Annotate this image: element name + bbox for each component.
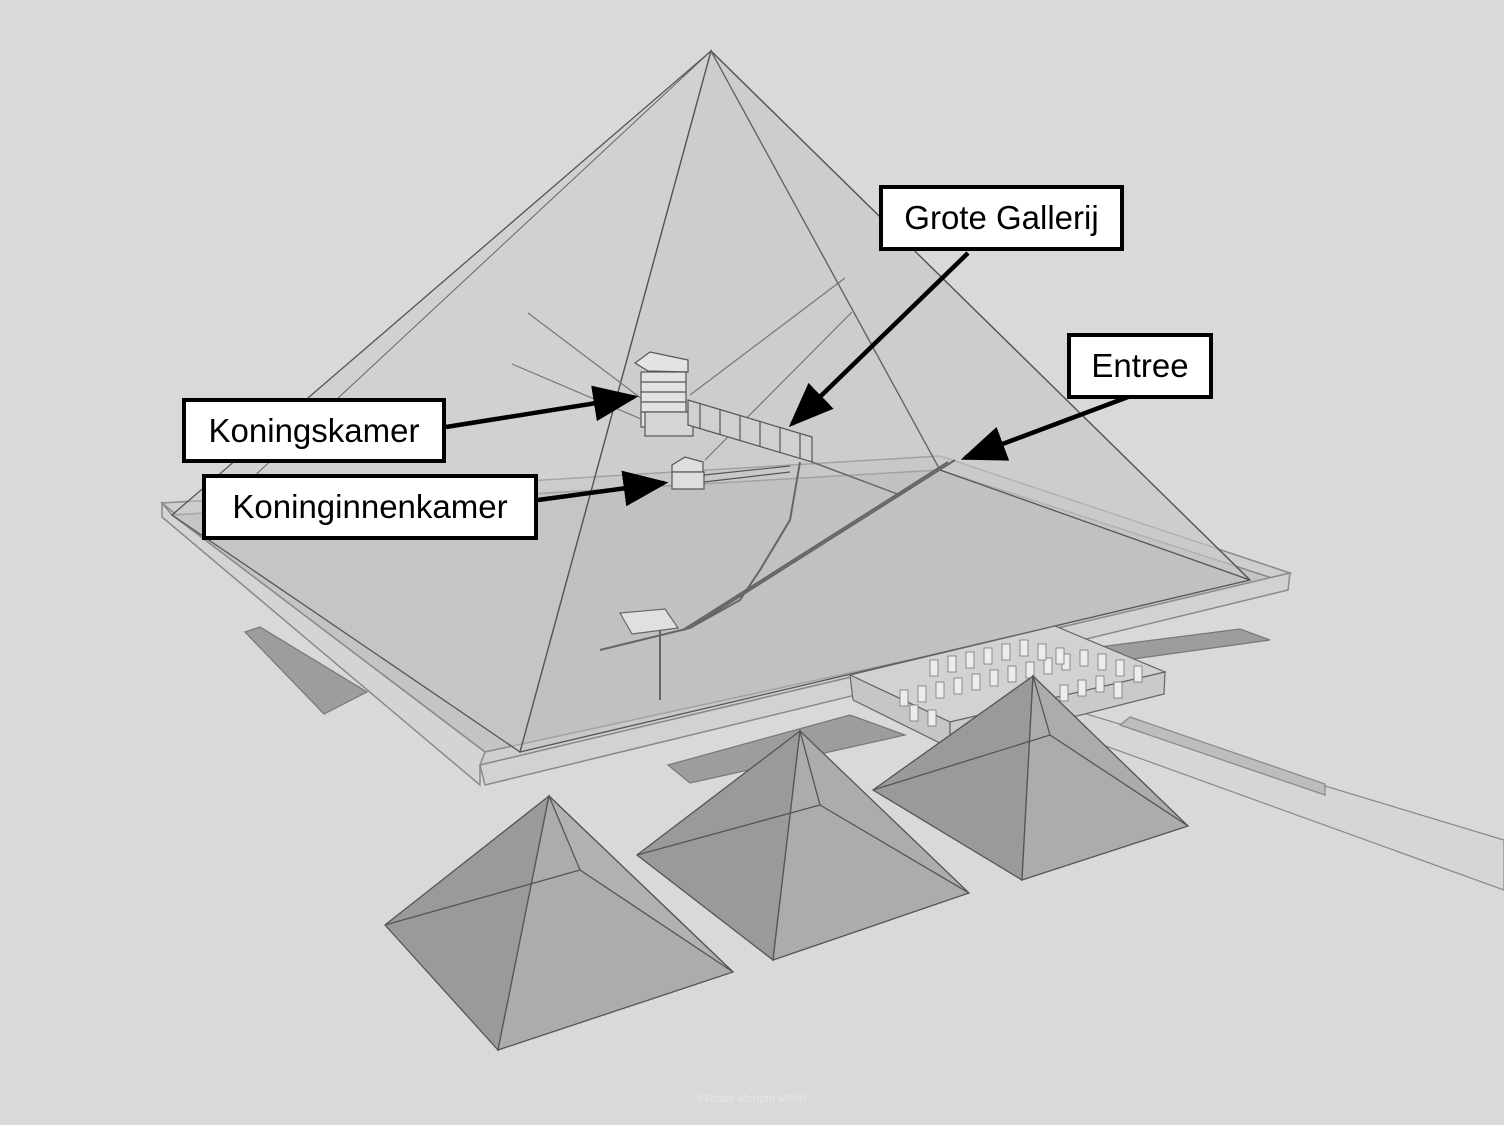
small-pyramid-right bbox=[871, 674, 1190, 882]
label-entree: Entree bbox=[1067, 333, 1213, 399]
callout-arrows bbox=[445, 251, 1129, 507]
arrow-entree bbox=[960, 394, 1129, 461]
arrow-koninginnenkamer bbox=[537, 470, 669, 507]
label-grote-gallerij: Grote Gallerij bbox=[879, 185, 1124, 251]
watermark: ©Robin Morgan MMXI bbox=[697, 1093, 807, 1105]
kings-chamber bbox=[633, 351, 694, 437]
arrow-grote-gallerij bbox=[788, 251, 970, 428]
small-pyramid-middle bbox=[635, 729, 971, 962]
label-koninginnenkamer: Koninginnenkamer bbox=[202, 474, 538, 540]
arrow-koningskamer bbox=[445, 385, 639, 430]
passages bbox=[599, 459, 956, 700]
small-pyramid-left bbox=[384, 794, 735, 1052]
label-koningskamer: Koningskamer bbox=[182, 398, 446, 463]
queens-chamber bbox=[671, 456, 791, 490]
